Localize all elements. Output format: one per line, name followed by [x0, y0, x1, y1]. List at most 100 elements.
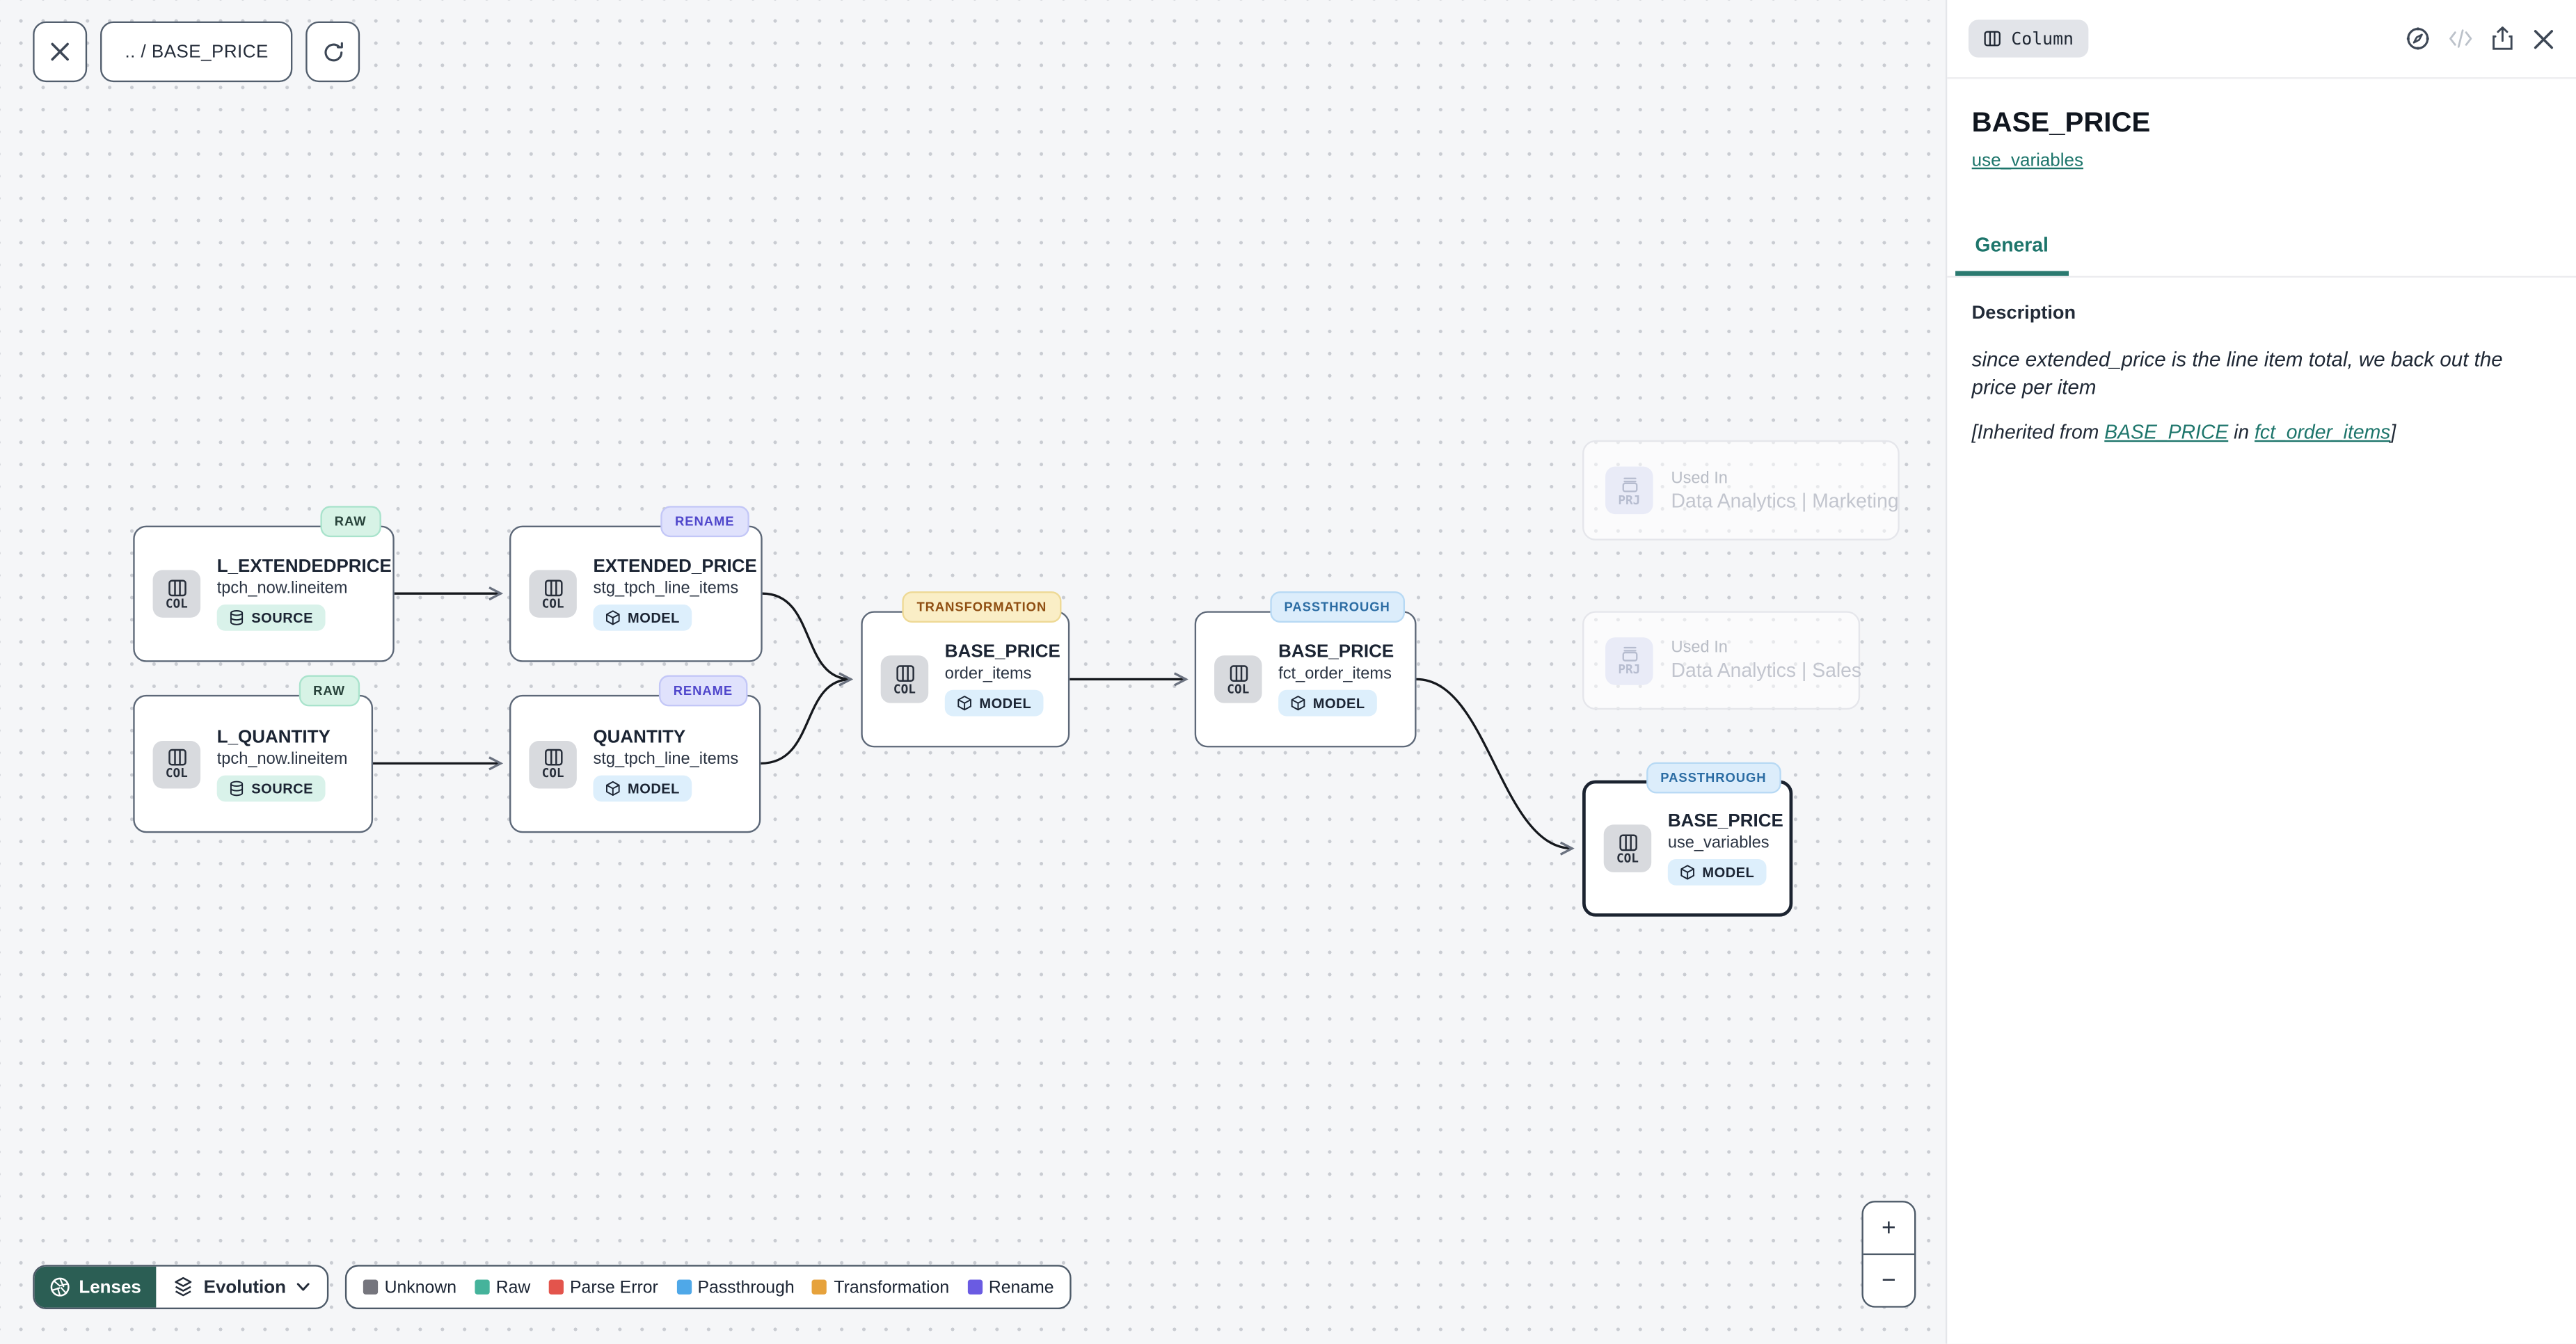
- lens-selector-dropdown[interactable]: Evolution: [156, 1267, 327, 1308]
- legend-swatch: [967, 1279, 983, 1295]
- node-kind-badge: MODEL: [944, 689, 1043, 717]
- node-subtitle: stg_tpch_line_items: [593, 579, 739, 598]
- description-body: since extended_price is the line item to…: [1971, 348, 2503, 399]
- lenses-button-label: Lenses: [79, 1277, 141, 1297]
- share-button[interactable]: [2491, 26, 2514, 51]
- node-base-price-order-items[interactable]: TRANSFORMATION COL BASE_PRICE order_item…: [861, 591, 1070, 748]
- node-l-extendedprice[interactable]: RAW COL L_EXTENDEDPRICE tpch_now.lineite…: [133, 506, 395, 662]
- column-type-label: COL: [1227, 680, 1250, 696]
- cube-icon: [605, 780, 620, 795]
- panel-title: BASE_PRICE: [1971, 106, 2151, 138]
- legend-item: Raw: [475, 1277, 530, 1297]
- close-panel-button[interactable]: [2532, 27, 2555, 50]
- node-title: L_EXTENDEDPRICE: [216, 557, 392, 577]
- code-icon: [2449, 29, 2472, 48]
- column-type-label: COL: [165, 595, 188, 611]
- project-type-box: PRJ: [1605, 466, 1653, 515]
- column-type-label: COL: [165, 765, 188, 781]
- column-type-box: COL: [529, 739, 577, 788]
- project-icon: [1621, 477, 1637, 492]
- node-extended-price[interactable]: RENAME COL EXTENDED_PRICE stg_tpch_line_…: [509, 506, 763, 662]
- description-heading: Description: [1971, 303, 2076, 324]
- column-type-box: COL: [529, 570, 577, 618]
- inherited-column-link[interactable]: BASE_PRICE: [2104, 420, 2229, 444]
- node-l-quantity[interactable]: RAW COL L_QUANTITY tpch_now.lineitem SOU…: [133, 675, 374, 833]
- used-in-name: Data Analytics | Marketing: [1671, 488, 1899, 512]
- legend-item: Rename: [967, 1277, 1054, 1297]
- column-type-box: COL: [152, 570, 201, 618]
- node-title: QUANTITY: [593, 726, 686, 747]
- tab-general[interactable]: General: [1955, 233, 2069, 276]
- node-subtitle: fct_order_items: [1278, 665, 1392, 684]
- node-kind-badge: SOURCE: [216, 604, 325, 631]
- chevron-down-icon: [296, 1283, 310, 1291]
- zoom-controls: + −: [1861, 1201, 1916, 1308]
- used-in-card-sales[interactable]: PRJ Used In Data Analytics | Sales: [1582, 611, 1862, 710]
- legend-swatch: [363, 1279, 379, 1295]
- node-subtitle: stg_tpch_line_items: [593, 749, 739, 768]
- column-type-box: COL: [152, 739, 201, 788]
- canvas-toolbar: .. / BASE_PRICE: [33, 21, 361, 83]
- share-icon: [2492, 26, 2513, 50]
- project-icon: [1621, 646, 1637, 662]
- project-type-box: PRJ: [1605, 637, 1653, 685]
- column-type-box: COL: [1603, 824, 1652, 872]
- refresh-button[interactable]: [306, 21, 361, 83]
- column-type-label: COL: [541, 595, 564, 611]
- lenses-bar: Lenses Evolution Unknown Raw Parse Error…: [33, 1265, 1072, 1310]
- columns-icon: [1984, 31, 2001, 47]
- lenses-button[interactable]: Lenses: [34, 1266, 157, 1308]
- inherited-prefix: [Inherited from: [1971, 420, 2105, 444]
- panel-model-link[interactable]: use_variables: [1971, 151, 2083, 171]
- node-title: BASE_PRICE: [1278, 642, 1394, 662]
- legend-item: Parse Error: [548, 1277, 658, 1297]
- database-icon: [230, 610, 244, 625]
- close-lineage-button[interactable]: [33, 21, 88, 83]
- legend-item: Transformation: [812, 1277, 949, 1297]
- node-title: EXTENDED_PRICE: [593, 557, 757, 577]
- database-icon: [230, 780, 244, 796]
- explore-button[interactable]: [2406, 26, 2430, 51]
- node-quantity[interactable]: RENAME COL QUANTITY stg_tpch_line_items …: [509, 675, 761, 833]
- view-code-button[interactable]: [2448, 28, 2472, 49]
- lineage-canvas[interactable]: .. / BASE_PRICE RAW COL L_EXTENDEDPRICE …: [0, 0, 1946, 1344]
- node-base-price-fct-order-items[interactable]: PASSTHROUGH COL BASE_PRICE fct_order_ite…: [1194, 591, 1417, 748]
- node-kind-badge: MODEL: [593, 774, 692, 801]
- inherited-middle: in: [2228, 420, 2255, 444]
- close-icon: [51, 42, 69, 61]
- used-in-label: Used In: [1671, 639, 1728, 657]
- column-type-box: COL: [880, 655, 929, 703]
- legend-item: Unknown: [363, 1277, 456, 1297]
- legend-swatch: [676, 1279, 692, 1295]
- breadcrumb[interactable]: .. / BASE_PRICE: [100, 21, 294, 83]
- legend-swatch: [548, 1279, 564, 1295]
- legend-item: Passthrough: [676, 1277, 795, 1297]
- panel-actions: [2406, 26, 2555, 51]
- entity-type-badge: Column: [1968, 19, 2089, 58]
- lens-tag: RAW: [319, 506, 381, 538]
- columns-icon: [543, 579, 562, 596]
- cube-icon: [605, 610, 620, 625]
- node-kind-badge: MODEL: [593, 604, 692, 631]
- lens-tag: RAW: [298, 675, 360, 707]
- columns-icon: [1619, 833, 1637, 851]
- zoom-in-button[interactable]: +: [1863, 1203, 1915, 1256]
- panel-header: Column: [1947, 0, 2576, 79]
- node-subtitle: order_items: [944, 665, 1032, 684]
- used-in-card-marketing[interactable]: PRJ Used In Data Analytics | Marketing: [1582, 440, 1900, 541]
- lens-legend: Unknown Raw Parse Error Passthrough Tran…: [344, 1265, 1072, 1310]
- cube-icon: [1680, 865, 1694, 880]
- project-type-label: PRJ: [1618, 662, 1641, 677]
- lenses-control: Lenses Evolution: [33, 1265, 329, 1310]
- column-type-box: COL: [1214, 655, 1262, 703]
- used-in-name: Data Analytics | Sales: [1671, 658, 1862, 682]
- lens-tag: RENAME: [658, 675, 748, 707]
- columns-icon: [168, 749, 186, 766]
- node-base-price-use-variables-selected[interactable]: PASSTHROUGH COL BASE_PRICE use_variables…: [1582, 762, 1793, 917]
- selected-lens-label: Evolution: [203, 1277, 286, 1297]
- inherited-model-link[interactable]: fct_order_items: [2255, 420, 2391, 444]
- zoom-out-button[interactable]: −: [1882, 1266, 1896, 1295]
- column-type-label: COL: [1616, 850, 1639, 865]
- lens-tag: RENAME: [660, 506, 749, 538]
